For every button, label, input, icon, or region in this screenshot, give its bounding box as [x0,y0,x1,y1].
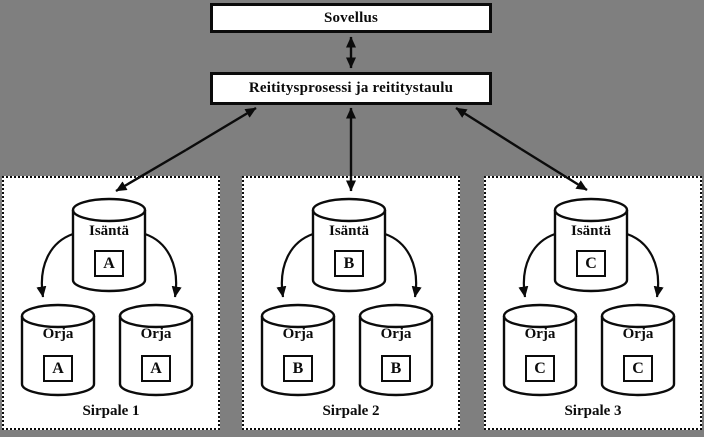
slave-db-cylinder-left [20,303,96,397]
master-letter-box: C [576,250,606,277]
application-box: Sovellus [210,3,492,33]
shard-3-cylinders-art [502,197,676,397]
master-db-cylinder [311,197,387,293]
slave-left-role-label: Orja [524,326,556,342]
slave-right-role-label: Orja [622,326,654,342]
slave-right-letter-box: B [381,355,411,382]
master-to-right-slave-arrow [144,232,182,298]
routing-box: Reititysprosessi ja reititystaulu [210,72,492,105]
master-role-label: Isäntä [570,223,611,239]
shard-panel-2: Isäntä B Orja Orja B B Sirpale 2 [242,176,460,430]
shard-panel-3: Isäntä C Orja Orja C C Sirpale 3 [484,176,702,430]
slave-db-cylinder-right [600,303,676,397]
slave-db-cylinder-left [260,303,336,397]
master-to-left-slave-arrow [276,232,314,298]
master-role-label: Isäntä [88,223,129,239]
master-letter-box: A [94,250,124,277]
master-to-left-slave-arrow [36,232,74,298]
slave-db-cylinder-right [118,303,194,397]
slave-right-letter-box: A [141,355,171,382]
slave-left-letter-box: C [525,355,555,382]
slave-left-letter-box: B [283,355,313,382]
routing-label: Reititysprosessi ja reititystaulu [248,80,454,96]
master-role-label: Isäntä [328,223,369,239]
slave-left-role-label: Orja [42,326,74,342]
master-to-right-slave-arrow [384,232,422,298]
application-label: Sovellus [323,9,379,26]
slave-right-letter-box: C [623,355,653,382]
slave-db-cylinder-right [358,303,434,397]
shard-title: Sirpale 2 [322,403,380,419]
shard-title: Sirpale 1 [82,403,140,419]
slave-right-role-label: Orja [140,326,172,342]
master-db-cylinder [553,197,629,293]
master-letter-box: B [334,250,364,277]
routing-shard3-arrow-up [455,106,522,151]
routing-shard1-arrow-up [185,106,257,152]
master-to-right-slave-arrow [626,232,664,298]
slave-db-cylinder-left [502,303,578,397]
shard-1-cylinders-art [20,197,194,397]
slave-right-role-label: Orja [380,326,412,342]
shard-title: Sirpale 3 [564,403,622,419]
slave-left-letter-box: A [43,355,73,382]
master-db-cylinder [71,197,147,293]
shard-panel-1: Isäntä A Orja Orja A A Sirpale 1 [2,176,220,430]
shard-2-cylinders-art [260,197,434,397]
master-to-left-slave-arrow [518,232,556,298]
slave-left-role-label: Orja [282,326,314,342]
